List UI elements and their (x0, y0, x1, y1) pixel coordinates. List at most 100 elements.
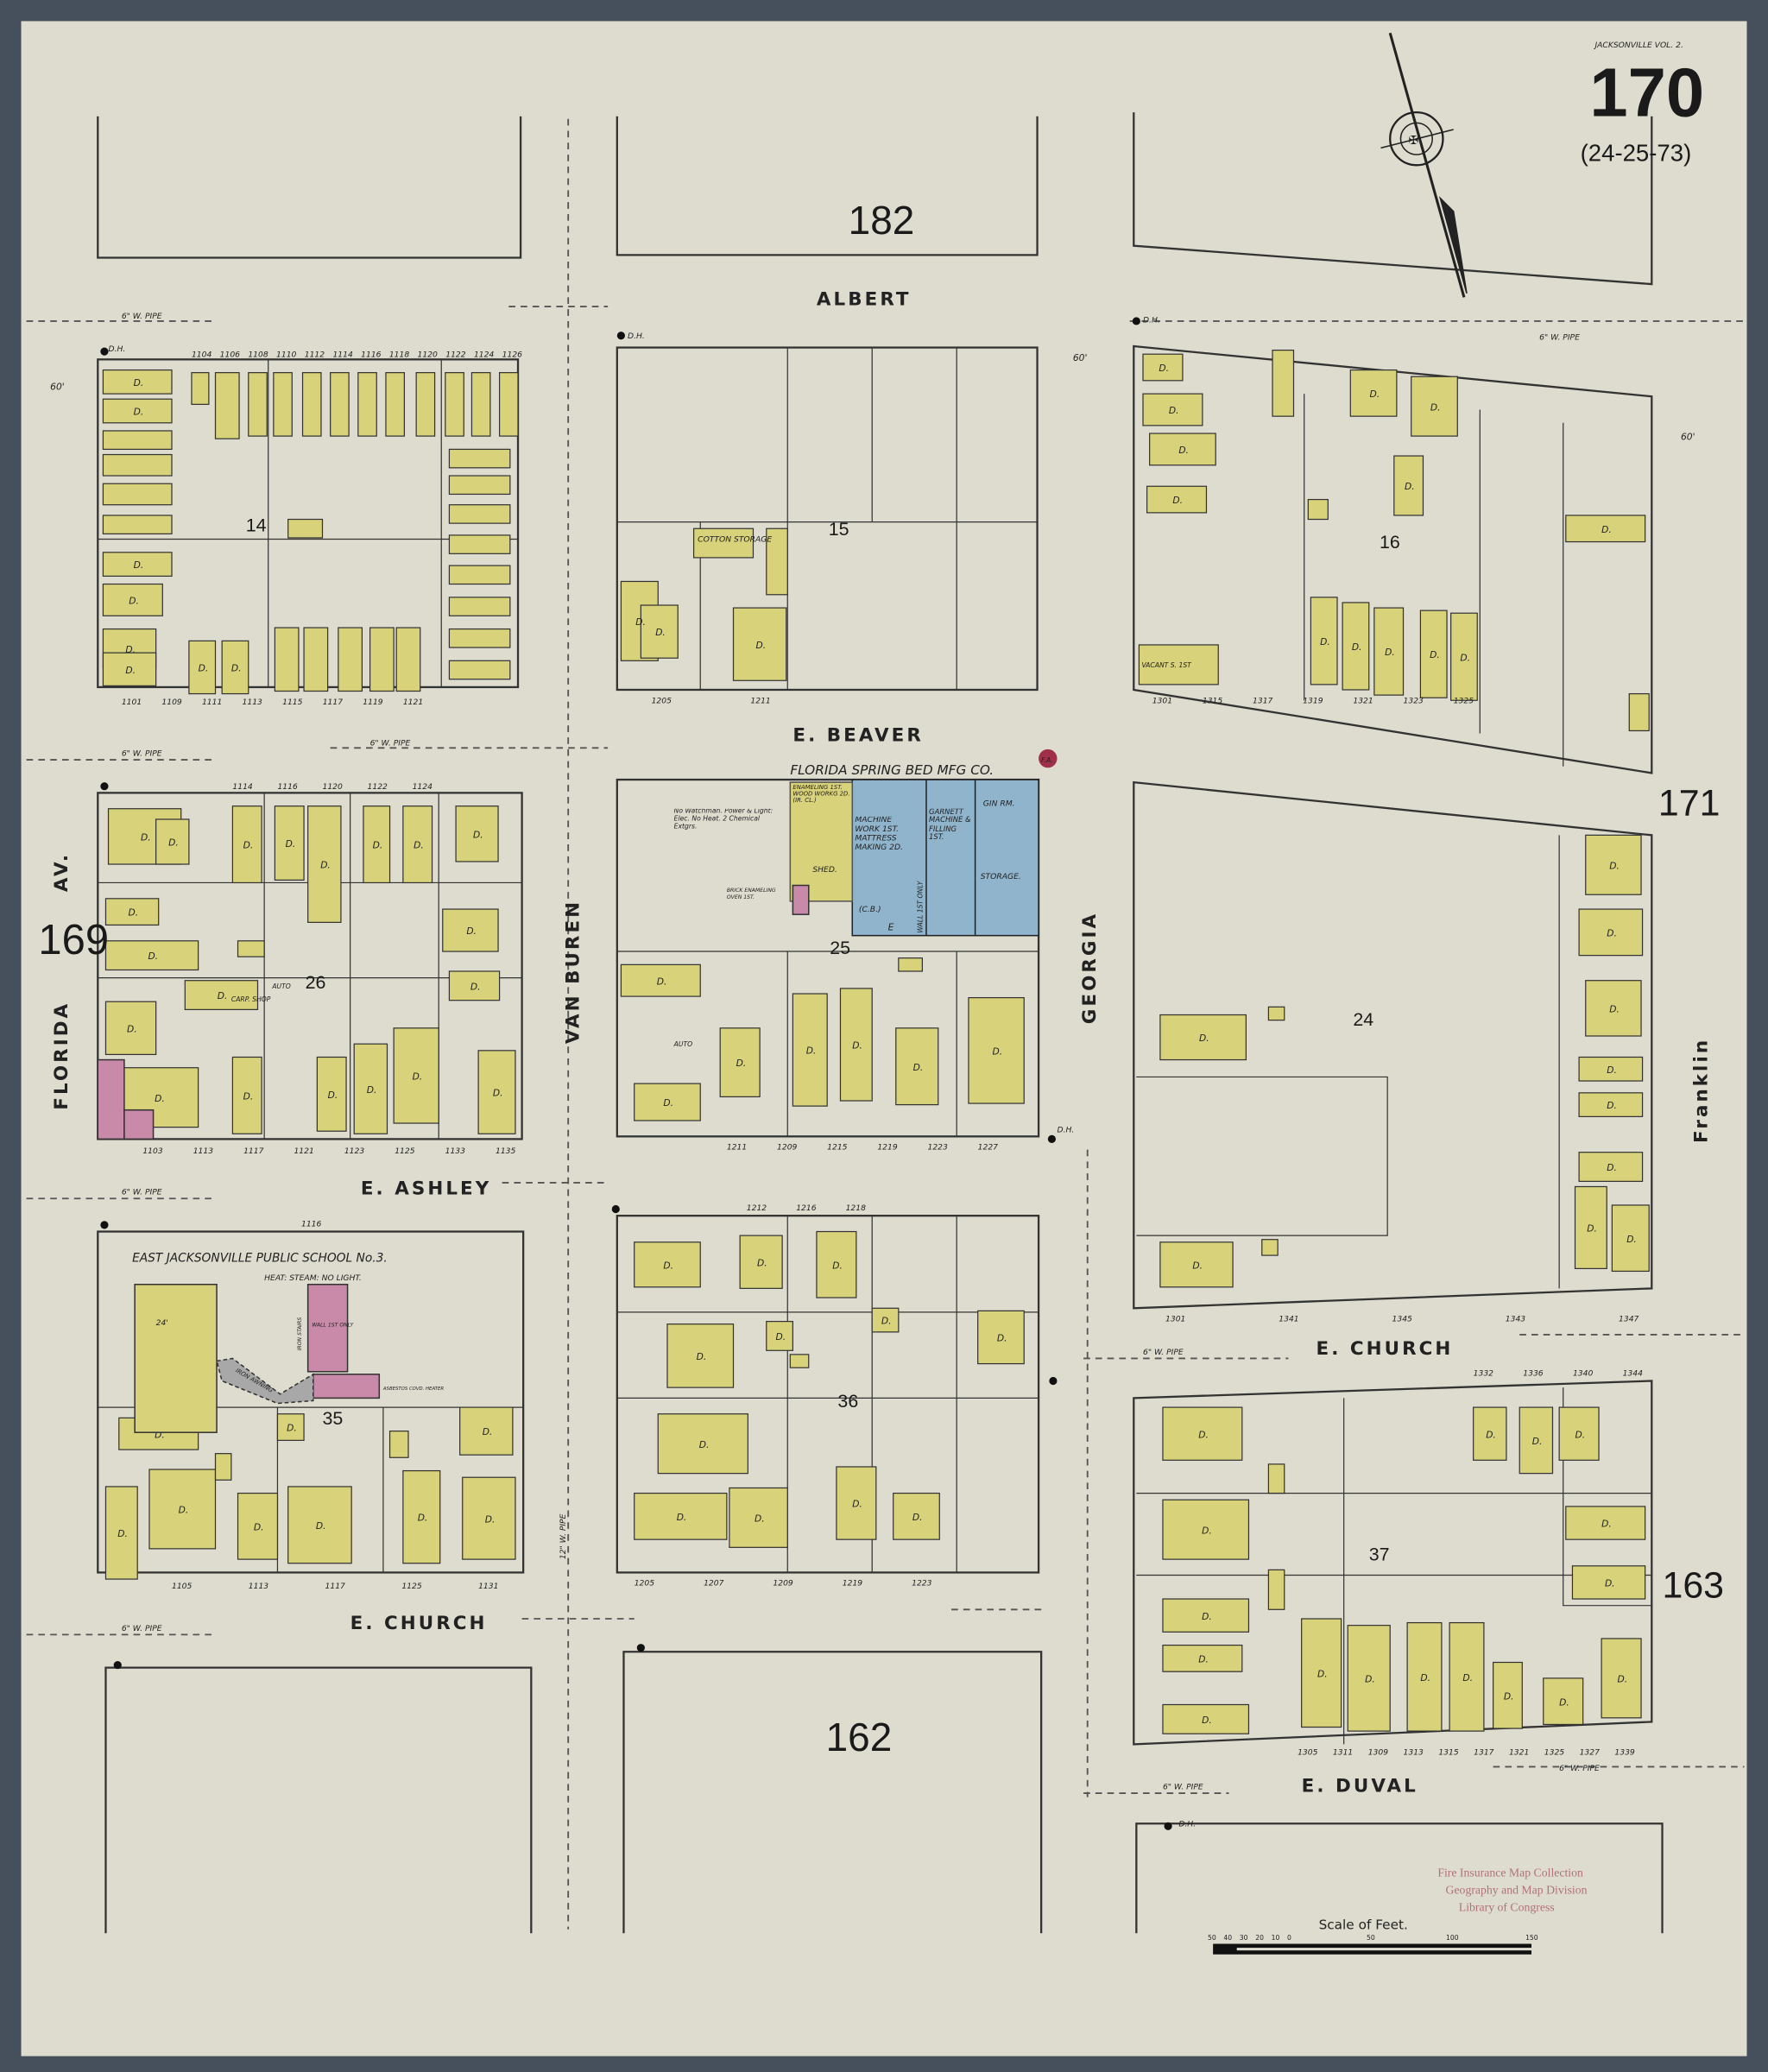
address-number: 1105 (172, 1582, 193, 1591)
block-182 (616, 116, 1039, 256)
city-volume: JACKSONVILLE VOL. 2. (1593, 41, 1683, 50)
frame-dwelling (191, 372, 210, 405)
address-number: 1325 (1544, 1748, 1565, 1758)
dwelling-label: D. (1486, 1429, 1496, 1440)
machine-work-label-box: MACHINE WORK 1ST. MATTRESS MAKING 2D. (855, 817, 903, 852)
street-church-west: E. CHURCH (350, 1613, 488, 1634)
frame-dwelling (369, 627, 395, 692)
address-number: 1110 (276, 350, 297, 359)
frame-dwelling (104, 940, 199, 971)
dwelling-label: D. (1430, 401, 1441, 413)
frame-dwelling (104, 1486, 138, 1580)
frame-dwelling (214, 1453, 232, 1481)
frame-dwelling (102, 430, 173, 451)
dwelling-label: D. (1609, 860, 1620, 871)
public-school: EAST JACKSONVILLE PUBLIC SCHOOL No.3. HE… (132, 1252, 444, 1433)
frame-dwelling (968, 997, 1025, 1104)
frame-dwelling (448, 597, 511, 616)
dwelling-label: D. (1607, 927, 1617, 938)
frame-dwelling (719, 1027, 761, 1098)
dwelling-label: D. (1575, 1429, 1586, 1440)
frame-dwelling (442, 908, 499, 952)
width-label: 60' (50, 382, 65, 393)
water-pipes (26, 118, 1745, 1930)
frame-dwelling (895, 1027, 939, 1106)
frame-dwelling (445, 372, 464, 437)
sheet-ref-171: 171 (1658, 782, 1720, 824)
hydrant-label-2: D.H. (628, 332, 645, 341)
scale-tick-label: 50 (1367, 1934, 1375, 1942)
dwelling-label: D. (493, 1088, 503, 1099)
dwelling-label: D. (1587, 1223, 1597, 1235)
sheet-ref-163: 163 (1663, 1565, 1724, 1607)
address-number: 1327 (1580, 1748, 1601, 1758)
dwelling-label: D. (852, 1499, 862, 1510)
pipe-label-6: 6" W. PIPE (1539, 332, 1580, 342)
address-number: 1219 (843, 1579, 863, 1589)
address-number: 1113 (243, 698, 263, 707)
block-number: 26 (306, 972, 326, 993)
dwelling-label: D. (755, 1513, 765, 1525)
frame-dwelling (462, 1476, 516, 1560)
frame-dwelling (1601, 1638, 1642, 1719)
dwelling-label: D. (155, 1093, 165, 1104)
frame-dwelling (338, 627, 363, 692)
dwelling-label: D. (134, 559, 144, 571)
address-number: 1135 (496, 1147, 516, 1156)
frame-dwelling (692, 527, 755, 559)
frame-dwelling (393, 1027, 439, 1124)
address-number: 1114 (332, 350, 353, 359)
address-number: 1321 (1509, 1748, 1529, 1758)
dwelling-label: D. (1601, 524, 1612, 535)
frame-dwelling (634, 1083, 701, 1121)
block-number: 14 (246, 515, 267, 535)
dwelling-label: D. (1198, 1654, 1209, 1665)
address-number: 1116 (277, 782, 298, 792)
street-church-east: E. CHURCH (1317, 1338, 1454, 1360)
cotton-storage-label: COTTON STORAGE (698, 535, 772, 545)
frame-dwelling (1267, 1006, 1285, 1021)
dwelling-label: D. (1172, 495, 1183, 506)
frame-dwelling (634, 1492, 728, 1540)
dwelling-label: D. (677, 1512, 687, 1523)
dwelling-label: D. (1504, 1690, 1514, 1702)
frame-dwelling (385, 372, 405, 437)
factory-name: FLORIDA SPRING BED MFG CO. (790, 762, 994, 778)
dwelling-label: D. (736, 1058, 747, 1069)
block-25 (616, 778, 1040, 1138)
street-duval: E. DUVAL (1302, 1776, 1418, 1797)
dwelling-label: D. (697, 1351, 707, 1362)
hydrant-label-4: D.H. (1058, 1126, 1075, 1135)
block-26 (97, 792, 523, 1140)
address-number: 1113 (249, 1582, 269, 1591)
address-number: 1339 (1614, 1748, 1635, 1758)
dwelling-label: D. (134, 377, 144, 388)
address-number: 1340 (1573, 1368, 1594, 1378)
dwelling-label: D. (1460, 652, 1470, 663)
school-main-building (134, 1283, 218, 1433)
wall-label: WALL 1ST ONLY (916, 880, 924, 932)
street-florida: FLORIDA (51, 1001, 73, 1110)
school-brick-annex (313, 1374, 381, 1399)
frame-dwelling (448, 970, 501, 1001)
street-ashley: E. ASHLEY (361, 1178, 491, 1200)
dwelling-label: D. (1202, 1525, 1212, 1536)
address-number: 1120 (322, 782, 343, 792)
stamp-line-3: Library of Congress (1459, 1900, 1555, 1913)
address-number: 1315 (1203, 696, 1223, 705)
dwelling-label: D. (993, 1045, 1003, 1057)
dwelling-label: D. (418, 1513, 428, 1524)
dwelling-label: D. (1202, 1611, 1212, 1622)
frame-dwelling (274, 805, 305, 881)
dwelling-label: D. (320, 860, 331, 871)
frame-dwelling (1450, 612, 1478, 701)
frame-dwelling (1628, 692, 1650, 732)
buildings (97, 350, 1650, 1734)
frame-dwelling (448, 534, 511, 554)
dwelling-label: D. (243, 840, 254, 851)
frame-dwelling (102, 398, 173, 424)
cb-label: (C.B.) (859, 905, 881, 914)
scale-tick-label: 0 (1287, 1934, 1291, 1942)
dwelling-label: D. (757, 1257, 767, 1268)
dwelling-label: D. (1169, 405, 1179, 416)
